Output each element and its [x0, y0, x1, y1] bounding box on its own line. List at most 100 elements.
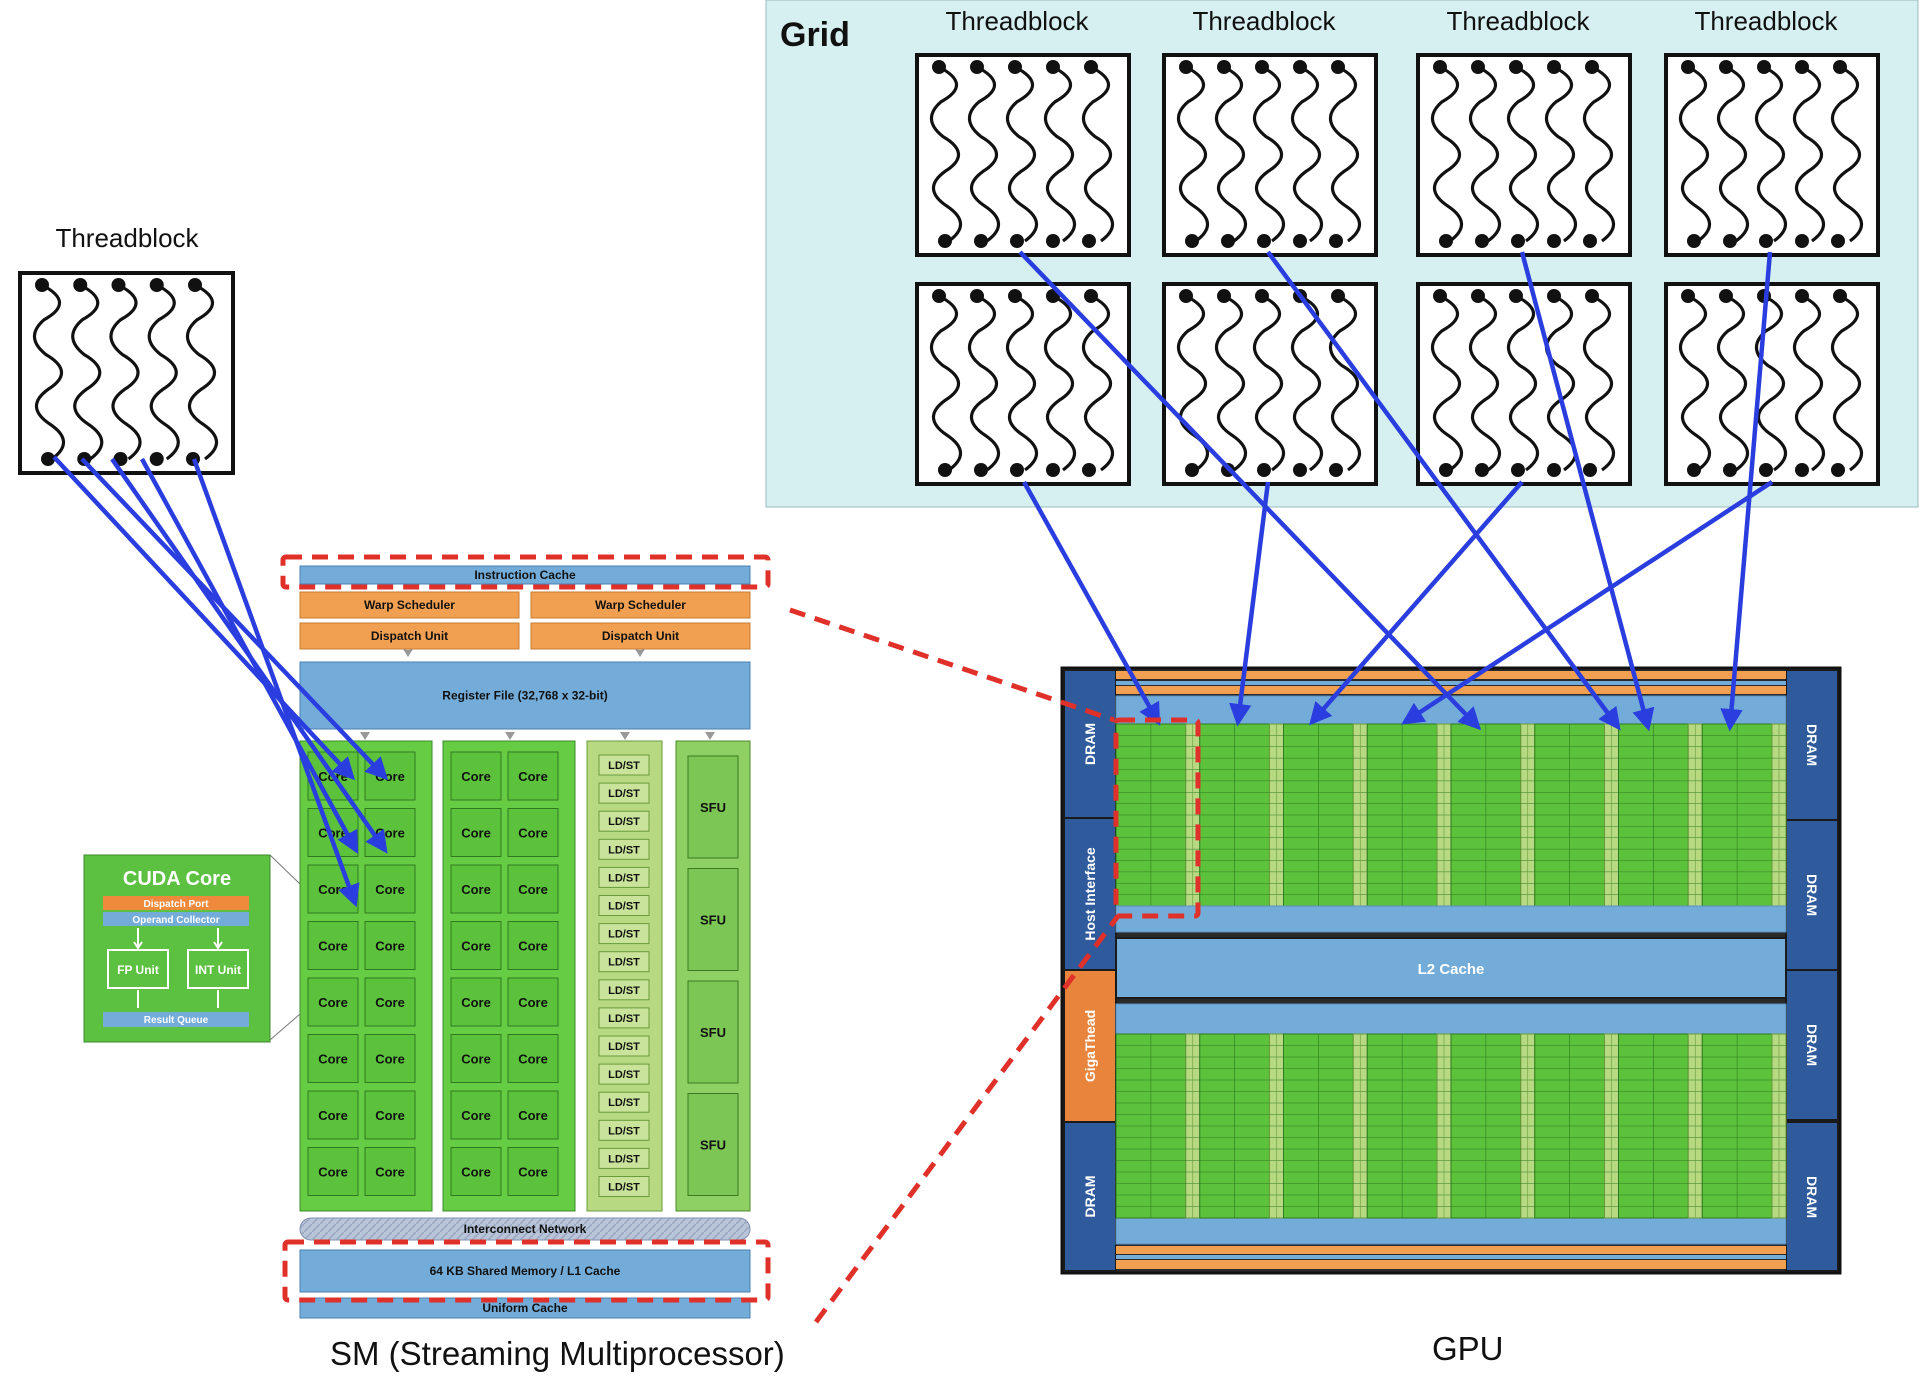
svg-text:Core: Core	[461, 1165, 491, 1180]
svg-text:Instruction Cache: Instruction Cache	[474, 568, 576, 582]
svg-text:Core: Core	[375, 1108, 405, 1123]
svg-text:Dispatch Unit: Dispatch Unit	[602, 629, 679, 643]
core-unit: Core	[450, 1147, 502, 1196]
svg-text:Core: Core	[461, 939, 491, 954]
core-unit: Core	[450, 864, 502, 914]
core-unit: Core	[364, 864, 416, 914]
svg-text:DRAM: DRAM	[1804, 724, 1820, 766]
mapping-arrow	[1720, 251, 1773, 732]
svg-text:Core: Core	[318, 995, 348, 1010]
gigathread: GigaThead	[1063, 969, 1117, 1123]
ldst-unit: LD/ST	[598, 838, 650, 860]
zoom-connector	[813, 914, 1121, 1324]
svg-text:Core: Core	[375, 882, 405, 897]
svg-text:FP Unit: FP Unit	[117, 963, 159, 977]
sm-tile-row	[1115, 723, 1787, 907]
core-unit: Core	[450, 1034, 502, 1083]
threadblock-label: Threadblock	[945, 6, 1089, 36]
ldst-panel: LD/ST LD/ST LD/ST LD/ST LD/ST LD/ST LD/ST LD/ST…	[586, 740, 663, 1212]
svg-text:SFU: SFU	[700, 1025, 726, 1040]
sm-caption: SM (Streaming Multiprocessor)	[330, 1335, 785, 1372]
svg-text:Core: Core	[318, 939, 348, 954]
core-unit: Core	[450, 751, 502, 801]
svg-text:Core: Core	[318, 1052, 348, 1067]
ldst-unit: LD/ST	[598, 1147, 650, 1169]
core-unit: Core	[364, 921, 416, 970]
grid-label: Grid	[780, 16, 850, 54]
grid-threadblock	[1162, 53, 1378, 257]
zoom-connector	[789, 607, 1115, 723]
core-unit: Core	[307, 921, 359, 970]
svg-text:Core: Core	[318, 1108, 348, 1123]
svg-text:Core: Core	[518, 1165, 548, 1180]
interconnect-network: Interconnect Network	[299, 1217, 751, 1241]
svg-text:LD/ST: LD/ST	[608, 788, 640, 800]
svg-text:Core: Core	[518, 882, 548, 897]
svg-text:LD/ST: LD/ST	[608, 1069, 640, 1081]
svg-text:Core: Core	[518, 1052, 548, 1067]
mapping-arrow	[1401, 480, 1774, 725]
grid-threadblock	[1416, 53, 1632, 257]
core-unit: Core	[507, 1090, 559, 1140]
svg-text:Warp Scheduler: Warp Scheduler	[364, 598, 455, 612]
register-file: Register File (32,768 x 32-bit)	[299, 661, 751, 730]
svg-text:Host Interface: Host Interface	[1082, 847, 1098, 941]
ldst-unit: LD/ST	[598, 1035, 650, 1057]
core-unit: Core	[364, 751, 416, 801]
grid-threadblock	[1416, 282, 1632, 486]
ldst-unit: LD/ST	[598, 951, 650, 973]
svg-text:Core: Core	[461, 882, 491, 897]
warp-scheduler: Warp Scheduler	[299, 591, 520, 619]
threadblock-label: Threadblock	[1446, 6, 1590, 36]
sfu-unit: SFU	[687, 868, 739, 971]
mapping-arrow	[1266, 250, 1621, 731]
mapping-arrow	[1018, 250, 1482, 731]
gpu-dram: DRAM	[1063, 669, 1117, 819]
threadblock-label: Threadblock	[1192, 6, 1336, 36]
svg-text:LD/ST: LD/ST	[608, 872, 640, 884]
svg-text:Core: Core	[518, 995, 548, 1010]
ldst-unit: LD/ST	[598, 1063, 650, 1085]
shared-memory: 64 KB Shared Memory / L1 Cache	[299, 1249, 751, 1293]
svg-text:LD/ST: LD/ST	[608, 1097, 640, 1109]
gpu-dram: DRAM	[1785, 819, 1839, 971]
ldst-unit: LD/ST	[598, 866, 650, 888]
sm-tile-row	[1115, 1033, 1787, 1219]
svg-text:Result Queue: Result Queue	[144, 1015, 209, 1026]
svg-text:Core: Core	[518, 939, 548, 954]
core-unit: Core	[507, 921, 559, 970]
svg-text:Warp Scheduler: Warp Scheduler	[595, 598, 686, 612]
instruction-cache: Instruction Cache	[299, 565, 751, 585]
l2-cache: L2 Cache	[1115, 937, 1787, 999]
core-unit: Core	[507, 864, 559, 914]
dispatch-unit: Dispatch Unit	[299, 622, 520, 650]
sfu-unit: SFU	[687, 1093, 739, 1196]
core-unit: Core	[364, 977, 416, 1027]
uniform-cache: Uniform Cache	[299, 1297, 751, 1319]
svg-text:DRAM: DRAM	[1804, 1024, 1820, 1066]
svg-text:DRAM: DRAM	[1804, 1176, 1820, 1218]
svg-text:L2 Cache: L2 Cache	[1418, 961, 1485, 978]
core-unit: Core	[307, 977, 359, 1027]
core-unit: Core	[507, 751, 559, 801]
single-threadblock	[18, 271, 235, 475]
ldst-unit: LD/ST	[598, 782, 650, 804]
grid-threadblock	[1664, 282, 1880, 486]
grid-threadblock	[1162, 282, 1378, 486]
warp-scheduler: Warp Scheduler	[530, 591, 751, 619]
svg-text:SFU: SFU	[700, 800, 726, 815]
mapping-arrow	[1309, 480, 1524, 726]
mapping-arrow	[1022, 480, 1161, 726]
ldst-unit: LD/ST	[598, 923, 650, 945]
grid-threadblock	[1664, 53, 1880, 257]
svg-text:Core: Core	[518, 826, 548, 841]
svg-text:Core: Core	[375, 939, 405, 954]
svg-text:Interconnect Network: Interconnect Network	[464, 1222, 587, 1236]
ldst-unit: LD/ST	[598, 979, 650, 1001]
core-unit: Core	[364, 1147, 416, 1196]
svg-text:Core: Core	[461, 769, 491, 784]
svg-text:Core: Core	[461, 1108, 491, 1123]
